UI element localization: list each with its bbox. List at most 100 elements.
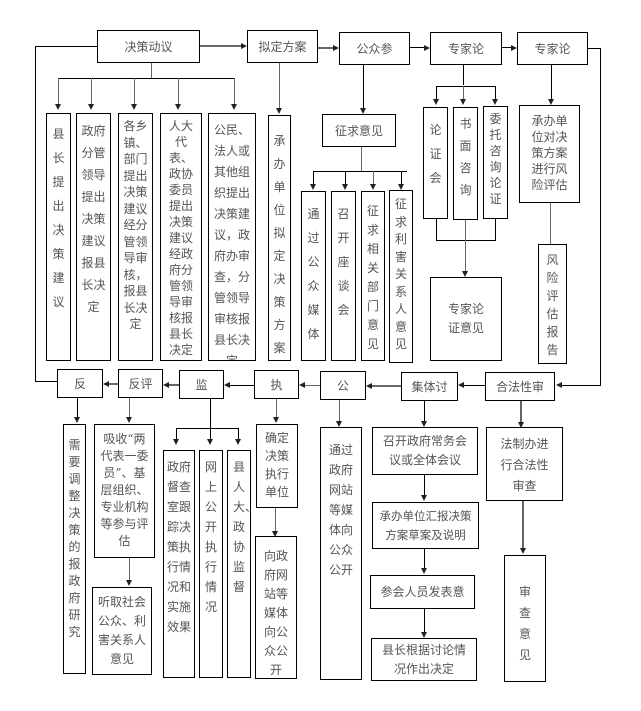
- arrow-down-icon: [126, 580, 132, 586]
- connector: [178, 78, 179, 104]
- arrow-down-icon: [276, 108, 282, 114]
- connector: [363, 65, 364, 108]
- discussion-step-4: 县长根据讨论情况作出决定: [371, 638, 477, 681]
- node-label: 审查意见: [519, 585, 532, 662]
- legality-opinion: 审查意见: [504, 555, 546, 682]
- node-publicize: 公: [320, 371, 366, 400]
- node-label: 召开座谈会: [337, 207, 350, 317]
- arrow-down-icon: [421, 568, 427, 574]
- loop-line: [35, 46, 36, 382]
- node-feedback-review: 反评: [118, 369, 163, 398]
- risk-report: 风险评估报告: [538, 244, 567, 364]
- node-label: 专家论: [534, 41, 571, 56]
- node-solicit-opinions: 征求意见: [322, 114, 396, 147]
- connector: [151, 63, 152, 78]
- supervise-online: 网上公开执行情况: [199, 450, 223, 678]
- node-label: 专家论: [447, 41, 484, 56]
- connector: [465, 220, 466, 272]
- node-label: 人大代表、政协委员提出决策建议经政府分管领导审核报县长决定: [169, 119, 194, 357]
- node-label: 征求相关部门意见: [367, 204, 380, 351]
- risk-assessment: 承办单位对决策方案进行风险评估: [519, 105, 580, 203]
- node-label: 召开政府常务会议或全体会议: [382, 434, 467, 467]
- arrow-down-icon: [433, 99, 439, 105]
- node-public-participation: 公众参: [339, 32, 410, 65]
- node-label: 集体讨: [411, 379, 448, 394]
- publicize-detail: 通过政府网站等媒体向公众公开: [320, 427, 362, 680]
- connector: [134, 78, 135, 104]
- proposal-gov-leader: 政府分管领导提出决策建议报县长决定: [76, 113, 111, 361]
- arrow-down-icon: [235, 439, 241, 445]
- execute-publish: 向政府网站等媒体向公众公开: [255, 536, 297, 679]
- node-label: 监: [195, 377, 208, 392]
- connector: [436, 86, 437, 100]
- proposal-citizens: 公民、法人或其他组织提出决策建议，政府办审查，分管领导审核报县长决定: [208, 113, 256, 361]
- arrow-left-icon: [366, 383, 372, 389]
- arrow-down-icon: [492, 99, 498, 105]
- connector: [522, 501, 524, 549]
- method-public-media: 通过公众媒体: [301, 191, 326, 361]
- method-written-consult: 书面咨询: [453, 107, 478, 220]
- node-label: 委托咨询论证: [489, 112, 502, 206]
- arrow-down-icon: [460, 99, 466, 105]
- arrow-down-icon: [55, 104, 61, 110]
- discussion-step-3: 参会人员发表意: [370, 575, 475, 609]
- node-label: 决策动议: [124, 39, 173, 54]
- arrow-down-icon: [421, 632, 427, 638]
- arrow-down-icon: [370, 184, 376, 190]
- connector: [210, 428, 211, 440]
- connector: [436, 86, 496, 87]
- node-decision-proposal: 决策动议: [97, 30, 200, 63]
- connector: [339, 400, 340, 422]
- node-label: 确定决策执行单位: [265, 431, 290, 499]
- connector: [313, 171, 314, 185]
- arrow-down-icon: [518, 422, 524, 428]
- node-label: 论证会: [429, 123, 442, 185]
- method-commissioned: 委托咨询论证: [483, 106, 508, 219]
- arrow-right-icon: [333, 45, 339, 51]
- node-label: 承办单位拟定决策方案: [273, 134, 286, 355]
- node-legality-review: 合法性审: [485, 372, 555, 401]
- arrow-right-icon: [241, 43, 247, 49]
- node-label: 法制办进行合法性审查: [500, 437, 549, 493]
- node-label: 反: [73, 376, 86, 391]
- arrow-left-icon: [103, 381, 109, 387]
- connector: [424, 549, 425, 569]
- connector: [129, 558, 130, 581]
- connector: [345, 171, 346, 185]
- node-expert-review-2: 专家论: [517, 32, 588, 65]
- arrow-down-icon: [421, 495, 427, 501]
- node-label: 吸收“两代表一委员”、基层组织、专业机构等参与评估: [100, 432, 149, 548]
- connector: [424, 401, 425, 422]
- connector: [200, 45, 242, 47]
- arrow-down-icon: [360, 108, 366, 114]
- connector: [313, 171, 407, 172]
- arrow-down-icon: [421, 421, 427, 427]
- arrow-left-icon: [458, 382, 464, 388]
- connector: [463, 65, 464, 85]
- review-absorb: 吸收“两代表一委员”、基层组织、专业机构等参与评估: [94, 424, 155, 558]
- connector: [401, 171, 402, 185]
- connector: [230, 385, 254, 386]
- connector: [424, 475, 425, 496]
- connector: [109, 383, 118, 385]
- arrow-down-icon: [398, 184, 404, 190]
- connector: [436, 240, 496, 241]
- node-label: 参会人员发表意: [380, 585, 465, 599]
- node-label: 承办单位汇报决策方案草案及说明: [379, 508, 472, 542]
- node-label: 通过政府网站等媒体向公众公开: [329, 443, 354, 577]
- connector: [495, 219, 496, 240]
- connector: [91, 78, 92, 104]
- connector: [77, 398, 78, 418]
- node-label: 执: [270, 377, 283, 392]
- node-label: 公众参: [356, 41, 393, 56]
- node-label: 需要调整决策的报政府研究: [68, 438, 81, 639]
- connector: [238, 428, 239, 440]
- arrow-down-icon: [520, 548, 526, 554]
- node-draft-plan: 拟定方案: [247, 30, 318, 63]
- node-label: 合法性审: [495, 379, 544, 394]
- review-listen: 听取社会公众、利害关系人意见: [92, 587, 152, 675]
- connector: [276, 399, 277, 418]
- method-hearing: 论证会: [423, 107, 448, 219]
- node-label: 书面咨询: [459, 117, 472, 197]
